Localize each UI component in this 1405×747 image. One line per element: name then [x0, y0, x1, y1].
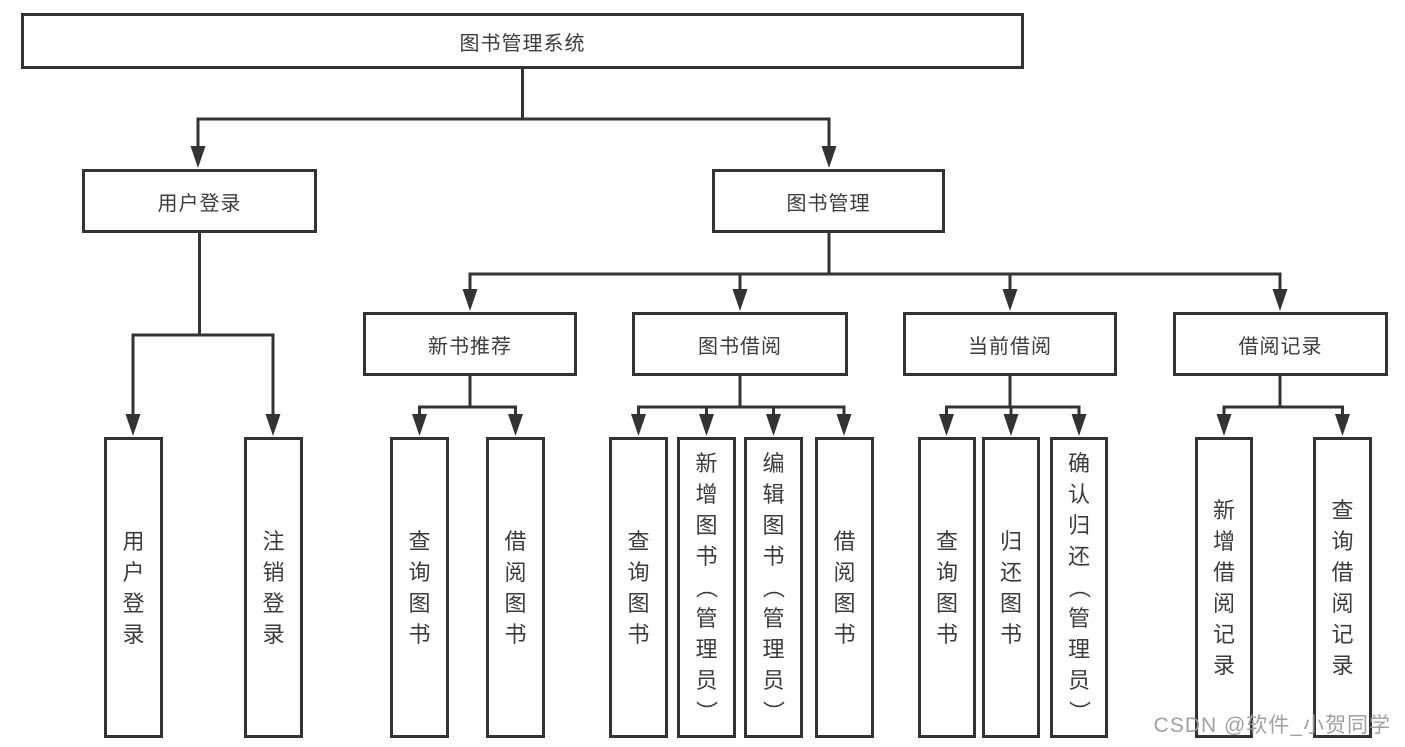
leaf-query-books-borrow: 查询图书: [609, 437, 668, 738]
node-library-system: 图书管理系统: [21, 13, 1024, 69]
node-borrow-records: 借阅记录: [1173, 312, 1388, 376]
node-user-login: 用户登录: [82, 169, 317, 233]
connector-root-to-level2: [190, 69, 837, 168]
leaf-query-books-current: 查询图书: [918, 437, 976, 738]
leaf-add-borrow-record: 新增借阅记录: [1195, 437, 1253, 738]
connector-borrow-to-children: [631, 376, 852, 436]
leaf-query-books-newbooks: 查询图书: [390, 437, 449, 738]
leaf-query-borrow-record: 查询借阅记录: [1313, 437, 1372, 738]
leaf-borrow-books-borrow: 借阅图书: [815, 437, 874, 738]
connector-userlogin-to-children: [125, 233, 281, 436]
csdn-watermark: CSDN @软件_小贺同学: [1153, 714, 1391, 737]
leaf-return-books: 归还图书: [982, 437, 1040, 738]
node-book-borrow: 图书借阅: [632, 312, 848, 376]
connector-current-to-children: [939, 376, 1087, 436]
connector-bookmgmt-to-level3: [462, 233, 1288, 311]
connector-records-to-children: [1216, 376, 1350, 436]
leaf-logout: 注销登录: [244, 437, 303, 738]
node-new-book-recommend: 新书推荐: [363, 312, 577, 376]
node-current-borrow: 当前借阅: [903, 312, 1117, 376]
connector-newbooks-to-children: [412, 376, 523, 436]
leaf-user-login: 用户登录: [104, 437, 163, 738]
leaf-add-books-admin: 新增图书（管理员）: [677, 437, 736, 738]
leaf-borrow-books-newbooks: 借阅图书: [486, 437, 545, 738]
leaf-confirm-return-admin: 确认归还（管理员）: [1050, 437, 1108, 738]
leaf-edit-books-admin: 编辑图书（管理员）: [744, 437, 803, 738]
node-book-management: 图书管理: [712, 169, 945, 233]
